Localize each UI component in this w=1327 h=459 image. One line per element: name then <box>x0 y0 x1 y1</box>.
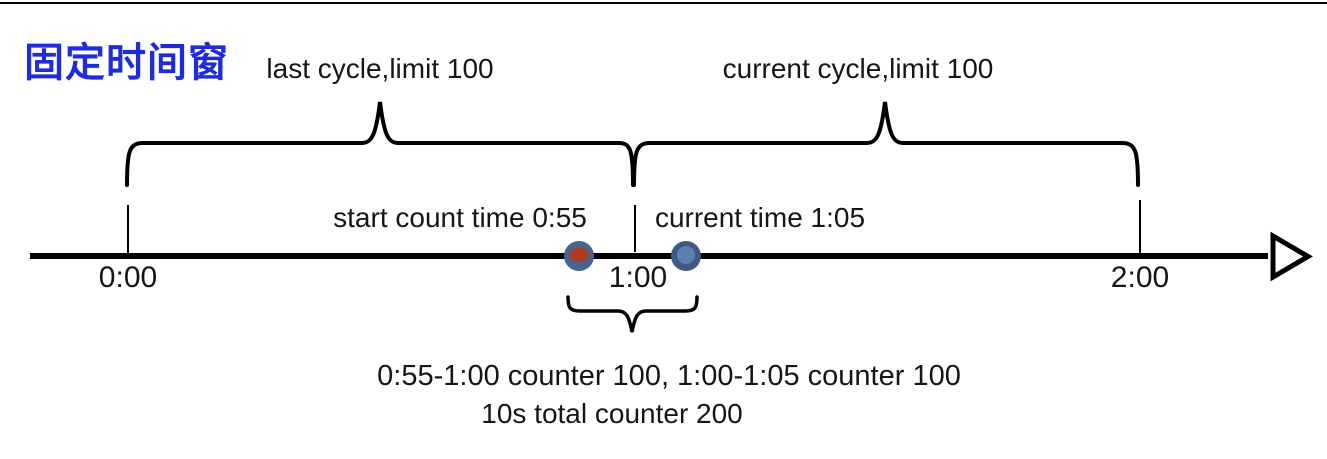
current-time-label: current time 1:05 <box>654 202 866 233</box>
top-border-line <box>0 2 1327 4</box>
last-cycle-brace <box>125 101 635 187</box>
counter-summary-line: 0:55-1:00 counter 100, 1:00-1:05 counter… <box>377 360 961 392</box>
start-count-dot-inner <box>569 247 589 263</box>
start-count-time-label: start count time 0:55 <box>333 202 587 233</box>
current-time-dot-inner <box>677 246 695 264</box>
tick-label-0-00: 0:00 <box>98 261 158 294</box>
last-cycle-label: last cycle,limit 100 <box>266 53 494 84</box>
diagram-title: 固定时间窗 <box>24 40 229 86</box>
tick-label-1-00: 1:00 <box>608 261 668 294</box>
ten-second-window-brace <box>566 295 699 333</box>
current-cycle-brace <box>632 101 1140 187</box>
tick-label-2-00: 2:00 <box>1110 261 1170 294</box>
current-cycle-label: current cycle,limit 100 <box>722 53 994 84</box>
total-counter-line: 10s total counter 200 <box>481 398 743 429</box>
arrowhead-icon <box>1270 231 1313 282</box>
